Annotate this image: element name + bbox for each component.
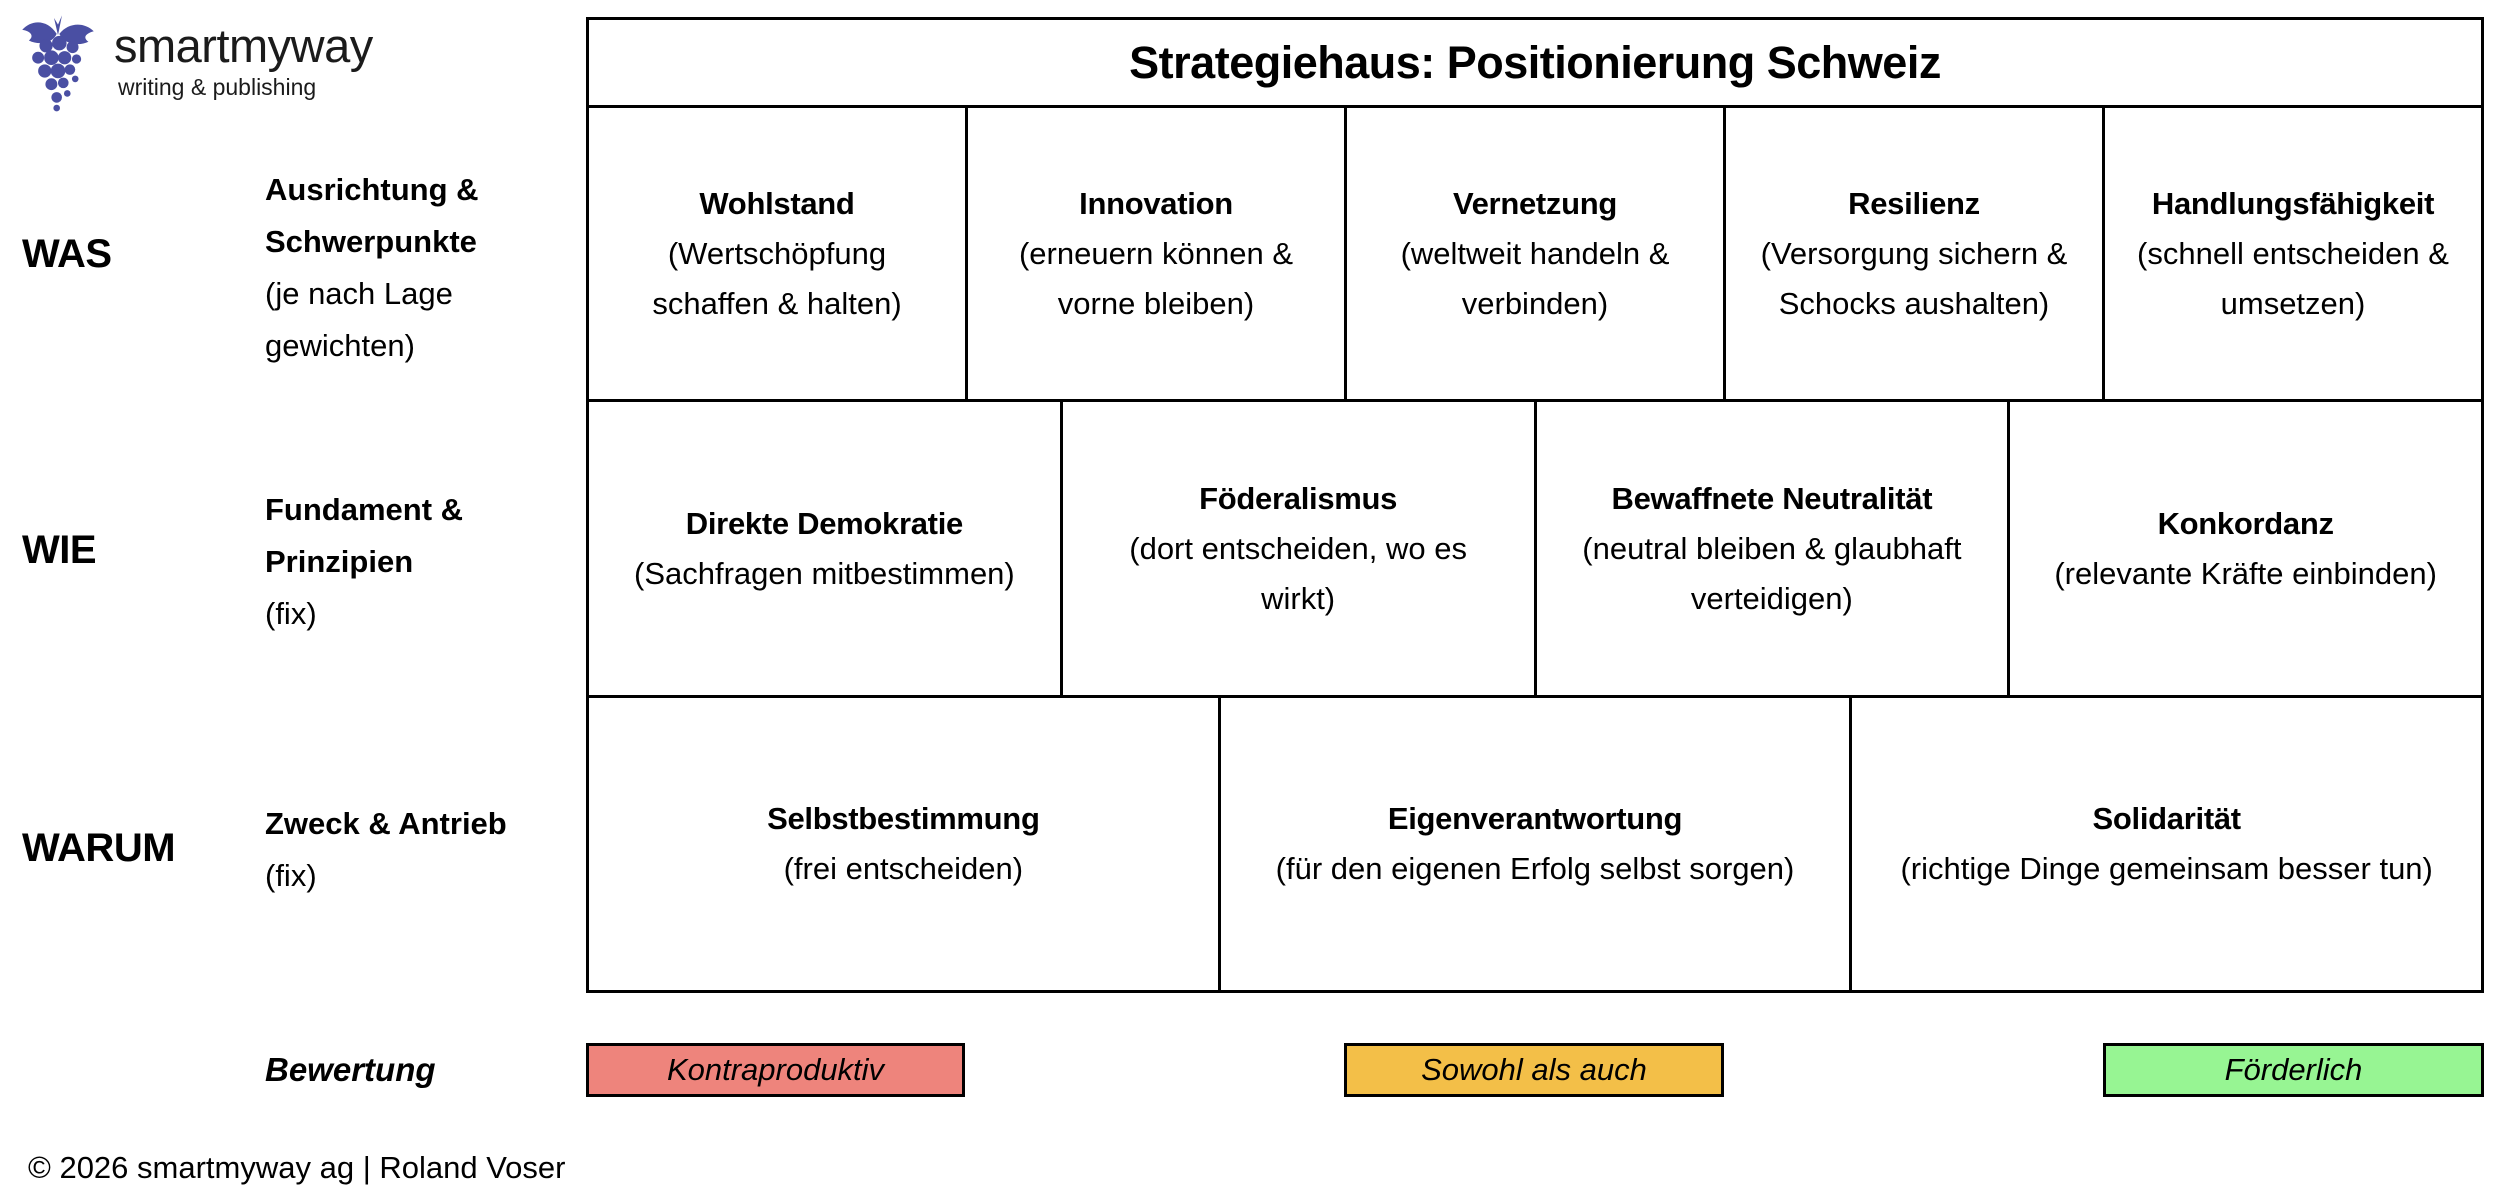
cell-subtitle: (für den eigenen Erfolg selbst sorgen) [1275,851,1795,886]
cell-title: Direkte Demokratie [685,505,963,541]
cell-selbstbestimmung: Selbstbestimmung (frei entscheiden) [586,695,1221,993]
copyright-note: © 2026 smartmyway ag | Roland Voser [28,1150,566,1185]
cell-subtitle: (neutral bleiben & glaubhaft verteidigen… [1582,530,1962,616]
cell-subtitle: (schnell entscheiden & umsetzen) [2137,235,2449,321]
cell-subtitle: (Sachfragen mitbestimmen) [634,555,1015,591]
row-descriptor-note: (fix) [265,858,317,893]
row-descriptor-note: (je nach Lage gewichten) [265,276,453,363]
row-descriptor-warum: Zweck & Antrieb (fix) [265,798,555,902]
cell-subtitle: (relevante Kräfte einbinden) [2054,555,2437,591]
cell-innovation: Innovation (erneuern können & vorne blei… [965,105,1347,402]
evaluation-badge-sowohl-als-auch: Sowohl als auch [1344,1043,1724,1097]
cell-title: Föderalismus [1199,480,1398,516]
cell-vernetzung: Vernetzung (weltweit handeln & verbinden… [1344,105,1726,402]
row-descriptor-wie: Fundament & Prinzipien (fix) [265,484,555,640]
cell-title: Konkordanz [2157,505,2334,541]
row-descriptor-title: Ausrichtung & Schwerpunkte [265,172,479,259]
cell-foederalismus: Föderalismus (dort entscheiden, wo es wi… [1059,399,1537,698]
cell-title: Bewaffnete Neutralität [1611,480,1933,516]
evaluation-badge-foerderlich: Förderlich [2103,1043,2484,1097]
cell-subtitle: (Wertschöpfung schaffen & halten) [652,235,902,321]
cell-title: Wohlstand [699,185,855,221]
row-descriptor-was: Ausrichtung & Schwerpunkte (je nach Lage… [265,164,555,372]
brand-tagline: writing & publishing [118,74,317,100]
grape-logo-icon [22,15,94,112]
grid-row-wie: Direkte Demokratie (Sachfragen mitbestim… [586,399,2484,698]
cell-subtitle: (dort entscheiden, wo es wirkt) [1129,530,1467,616]
row-label-wie: WIE [22,528,97,572]
row-label-was: WAS [22,232,112,276]
cell-subtitle: (weltweit handeln & verbinden) [1400,235,1670,321]
cell-title: Innovation [1079,185,1233,221]
cell-title: Selbstbestimmung [767,801,1040,836]
cell-subtitle: (frei entscheiden) [783,851,1024,886]
brand-name: smartmyway [114,19,373,72]
cell-title: Solidarität [2092,801,2242,836]
cell-direkte-demokratie: Direkte Demokratie (Sachfragen mitbestim… [586,399,1063,698]
cell-bewaffnete-neutralitaet: Bewaffnete Neutralität (neutral bleiben … [1533,399,2011,698]
cell-konkordanz: Konkordanz (relevante Kräfte einbinden) [2007,399,2484,698]
grid-row-was: Wohlstand (Wertschöpfung schaffen & halt… [586,105,2484,402]
cell-eigenverantwortung: Eigenverantwortung (für den eigenen Erfo… [1217,695,1853,993]
cell-title: Resilienz [1848,185,1980,221]
row-descriptor-title: Fundament & Prinzipien [265,492,464,579]
cell-subtitle: (richtige Dinge gemeinsam besser tun) [1900,851,2433,886]
cell-solidaritaet: Solidarität (richtige Dinge gemeinsam be… [1849,695,2485,993]
grid-row-warum: Selbstbestimmung (frei entscheiden) Eige… [586,695,2485,993]
row-descriptor-note: (fix) [265,596,317,631]
evaluation-label: Bewertung [265,1050,436,1088]
row-label-warum: WARUM [22,826,176,870]
diagram-title: Strategiehaus: Positionierung Schweiz [586,17,2484,108]
cell-title: Eigenverantwortung [1387,801,1683,836]
cell-handlungsfaehigkeit: Handlungsfähigkeit (schnell entscheiden … [2102,105,2484,402]
cell-title: Vernetzung [1452,185,1618,221]
cell-subtitle: (erneuern können & vorne bleiben) [1018,235,1294,321]
cell-resilienz: Resilienz (Versorgung sichern & Schocks … [1723,105,2105,402]
row-descriptor-title: Zweck & Antrieb [265,806,507,841]
evaluation-badge-kontraproduktiv: Kontraproduktiv [586,1043,965,1097]
cell-wohlstand: Wohlstand (Wertschöpfung schaffen & halt… [586,105,968,402]
cell-subtitle: (Versorgung sichern & Schocks aushalten) [1760,235,2068,321]
cell-title: Handlungsfähigkeit [2151,185,2435,221]
